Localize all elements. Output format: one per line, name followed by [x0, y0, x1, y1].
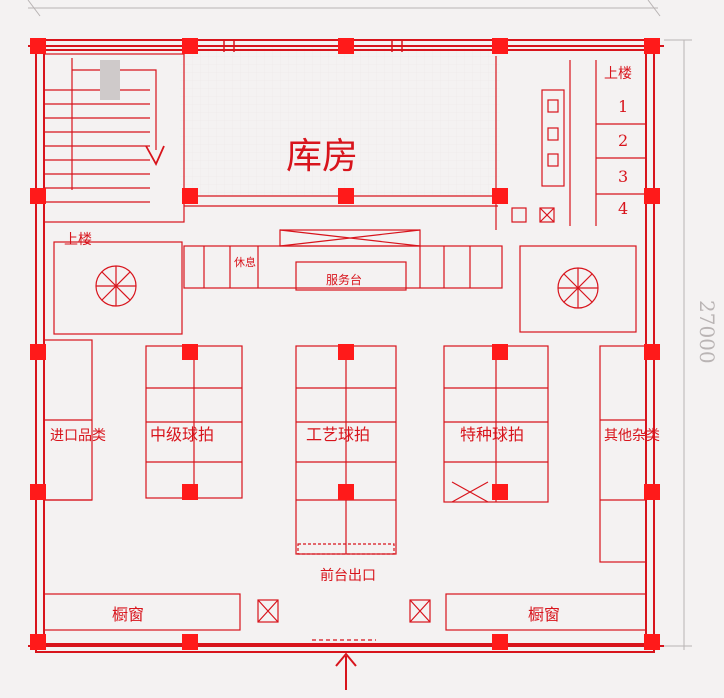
special-label: 特种球拍 — [460, 425, 524, 444]
center-label: 前台出口 — [320, 567, 376, 584]
storage-label: 库房 — [286, 136, 358, 177]
display-craft — [295, 345, 397, 555]
dimension-right — [664, 39, 692, 650]
right-lounge — [519, 245, 637, 333]
room-number-4: 4 — [618, 199, 628, 218]
dimension-label: 27000 — [695, 300, 719, 364]
other-label: 其他杂类 — [604, 428, 660, 444]
display-other — [599, 345, 647, 563]
rest-label: 休息 — [234, 255, 256, 269]
service-counter — [183, 229, 503, 291]
domestic-label: 中级球拍 — [150, 425, 214, 444]
show-windows — [43, 593, 647, 641]
upstairs-label-right: 上楼 — [604, 66, 632, 82]
right-top-rooms — [511, 60, 646, 226]
dimension-top — [27, 0, 661, 17]
columns — [30, 38, 660, 650]
service-label: 服务台 — [326, 272, 362, 287]
arrow-up-icon — [335, 652, 357, 690]
imported-label: 进口品类 — [50, 428, 106, 444]
left-lounge — [53, 241, 183, 335]
staircase-left — [43, 53, 185, 223]
top-windows — [223, 40, 448, 52]
window-label-left: 橱窗 — [112, 605, 144, 624]
room-number-1: 1 — [618, 97, 628, 116]
storage-shading — [180, 46, 500, 196]
stair-hatch — [100, 60, 120, 100]
room-number-3: 3 — [618, 167, 628, 186]
upstairs-label-left: 上楼 — [64, 232, 92, 248]
display-imported — [43, 339, 93, 501]
display-special — [443, 345, 549, 503]
craft-label: 工艺球拍 — [306, 425, 370, 444]
window-label-right: 橱窗 — [528, 605, 560, 624]
room-number-2: 2 — [618, 131, 628, 150]
